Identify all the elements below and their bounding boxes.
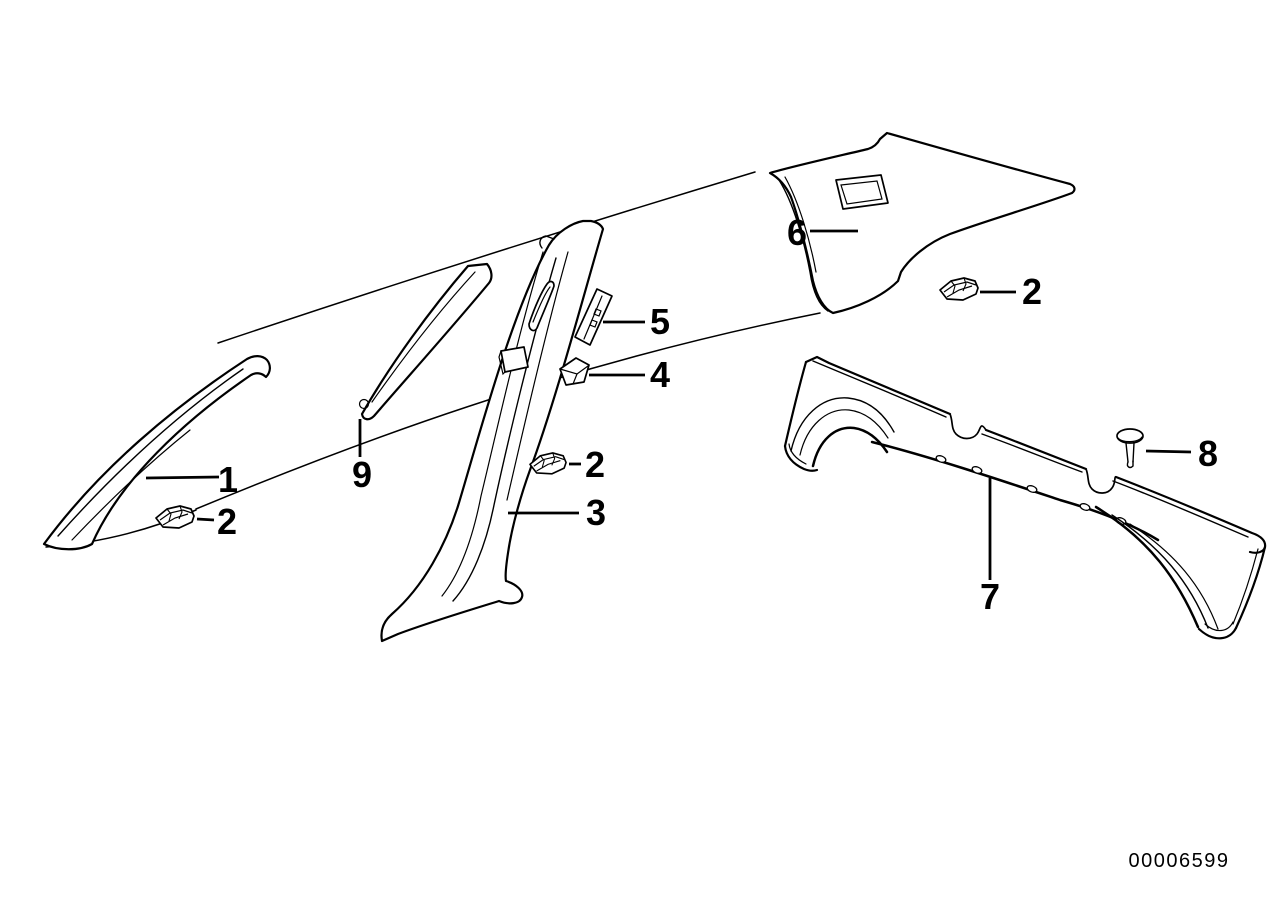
- doc-number: 00006599: [1129, 850, 1230, 872]
- c-pillar-trim-part6[interactable]: [768, 131, 1076, 315]
- pillar-bracket: [500, 346, 529, 373]
- callout-6-label[interactable]: 6: [787, 212, 807, 253]
- callout-8-leader: [1145, 449, 1192, 454]
- b-pillar-trim-part3[interactable]: [380, 219, 605, 643]
- car-body-outline: [45, 171, 821, 548]
- callout-2b-label[interactable]: 2: [585, 444, 605, 485]
- expanding-rivet-part8[interactable]: [1116, 428, 1144, 469]
- callout-2c-label[interactable]: 2: [1022, 271, 1042, 312]
- a-pillar-inner-strip-part9[interactable]: [358, 262, 493, 421]
- cover-strip-part5[interactable]: [574, 288, 613, 346]
- callout-2a-leader: [196, 517, 215, 522]
- callout-7-label[interactable]: 7: [980, 576, 1000, 617]
- callout-4-label[interactable]: 4: [650, 354, 670, 395]
- callout-3-label[interactable]: 3: [586, 492, 606, 533]
- callout-5-label[interactable]: 5: [650, 301, 670, 342]
- callout-2a-label[interactable]: 2: [217, 501, 237, 542]
- a-pillar-trim-part1[interactable]: [42, 355, 271, 551]
- callout-8-label[interactable]: 8: [1198, 433, 1218, 474]
- belt-line: [195, 312, 821, 510]
- cover-cap-part4[interactable]: [559, 357, 590, 386]
- belt-slot: [528, 280, 555, 332]
- callout-1-leader: [145, 475, 220, 480]
- callout-9-label[interactable]: 9: [352, 454, 372, 495]
- roof-line: [217, 171, 756, 344]
- rear-shelf-trim-part7[interactable]: [783, 355, 1267, 640]
- clip-part2-right[interactable]: [939, 277, 979, 301]
- clip-part2-left[interactable]: [155, 505, 195, 529]
- callout-1-label[interactable]: 1: [218, 459, 238, 500]
